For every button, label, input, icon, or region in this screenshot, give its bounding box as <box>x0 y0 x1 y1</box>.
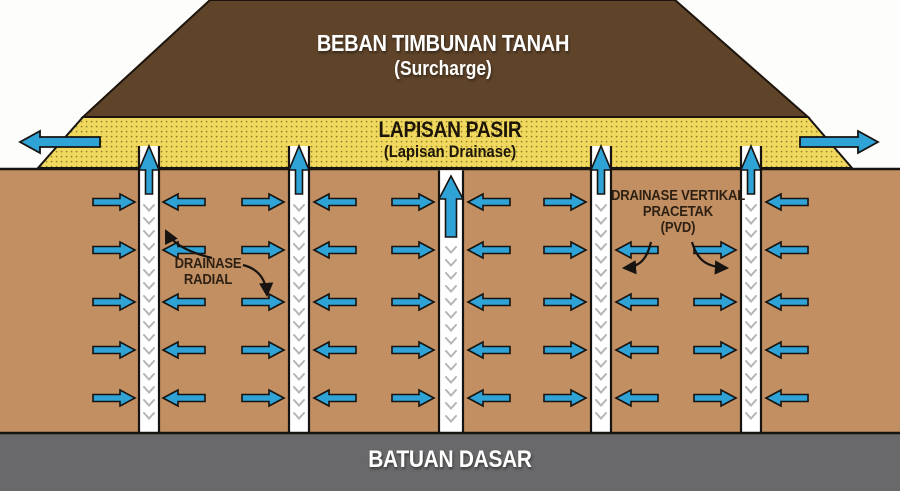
upward-flow-arrow <box>437 174 465 238</box>
upward-flow-arrow <box>137 143 161 195</box>
radial-flow-arrow-right <box>693 292 738 312</box>
radial-flow-arrow-right <box>391 292 436 312</box>
radial-flow-arrow-left <box>161 388 206 408</box>
radial-flow-arrow-right <box>543 292 588 312</box>
upward-flow-arrow <box>739 143 763 195</box>
radial-flow-arrow-left <box>614 340 659 360</box>
radial-flow-arrow-right <box>241 340 286 360</box>
radial-flow-arrow-left <box>764 192 809 212</box>
pvd-label-line1: DRAINASE VERTIKAL <box>610 187 746 204</box>
radial-flow-arrow-left <box>161 192 206 212</box>
embankment-subtitle: (Surcharge) <box>394 58 492 80</box>
upward-flow-arrow <box>287 143 311 195</box>
radial-flow-arrow-left <box>161 340 206 360</box>
drain-chevron-texture <box>293 204 305 420</box>
radial-flow-arrow-right <box>543 388 588 408</box>
radial-flow-arrow-left <box>312 192 357 212</box>
radial-flow-arrow-right <box>391 340 436 360</box>
radial-flow-arrow-left <box>614 388 659 408</box>
radial-flow-arrow-left <box>466 192 511 212</box>
radial-label-line2: RADIAL <box>183 270 233 288</box>
radial-flow-arrow-right <box>241 240 286 260</box>
pvd-label: DRAINASE VERTIKAL PRACETAK (PVD) <box>611 188 745 235</box>
radial-flow-arrow-right <box>241 388 286 408</box>
radial-flow-arrow-right <box>391 240 436 260</box>
radial-flow-arrow-right <box>92 388 137 408</box>
radial-flow-arrow-right <box>693 388 738 408</box>
radial-flow-arrow-left <box>312 388 357 408</box>
radial-label-line1: DRAINASE <box>174 255 242 272</box>
radial-flow-arrow-left <box>466 388 511 408</box>
radial-flow-arrow-right <box>543 340 588 360</box>
sand-outflow-arrow-right <box>799 129 880 155</box>
radial-flow-arrow-left <box>764 240 809 260</box>
radial-flow-arrow-left <box>466 240 511 260</box>
sand-layer-title: LAPISAN PASIR <box>378 117 522 142</box>
drain-chevron-texture <box>445 246 457 423</box>
pvd-callout-arrow-left <box>621 241 653 275</box>
sand-layer-subtitle: (Lapisan Drainase) <box>383 142 517 161</box>
radial-flow-arrow-right <box>92 340 137 360</box>
pvd-callout-arrow-right <box>690 241 730 275</box>
radial-flow-arrow-right <box>92 240 137 260</box>
drain-chevron-texture <box>143 204 155 420</box>
radial-flow-arrow-left <box>312 292 357 312</box>
drain-chevron-texture <box>745 204 757 420</box>
radial-flow-arrow-left <box>312 240 357 260</box>
radial-flow-arrow-right <box>241 292 286 312</box>
radial-drainage-label: DRAINASE RADIAL <box>175 256 242 288</box>
surcharge-embankment <box>80 0 811 118</box>
bedrock-title: BATUAN DASAR <box>368 446 532 473</box>
sand-outflow-arrow-left <box>18 129 101 155</box>
radial-flow-arrow-right <box>391 388 436 408</box>
radial-flow-arrow-right <box>543 240 588 260</box>
radial-flow-arrow-right <box>92 292 137 312</box>
pvd-label-line2: PRACETAK <box>642 202 714 220</box>
radial-flow-arrow-left <box>312 340 357 360</box>
radial-flow-arrow-left <box>161 240 206 260</box>
radial-flow-arrow-left <box>466 292 511 312</box>
embankment-title: BEBAN TIMBUNAN TANAH <box>316 30 570 56</box>
drain-chevron-texture <box>595 204 607 420</box>
radial-flow-arrow-left <box>161 292 206 312</box>
radial-callout-arrow-left <box>165 229 213 260</box>
radial-flow-arrow-right <box>693 240 738 260</box>
radial-callout-arrow-right <box>242 263 274 298</box>
radial-flow-arrow-left <box>466 340 511 360</box>
radial-flow-arrow-left <box>764 340 809 360</box>
radial-flow-arrow-left <box>764 388 809 408</box>
radial-flow-arrow-left <box>764 292 809 312</box>
upward-flow-arrow <box>589 143 613 195</box>
radial-flow-arrow-right <box>391 192 436 212</box>
radial-flow-arrow-left <box>614 292 659 312</box>
bedrock-layer <box>0 433 900 491</box>
radial-flow-arrow-right <box>543 192 588 212</box>
radial-flow-arrow-right <box>92 192 137 212</box>
pvd-label-line3: (PVD) <box>660 218 696 236</box>
radial-flow-arrow-right <box>693 340 738 360</box>
radial-flow-arrow-left <box>614 240 659 260</box>
radial-flow-arrow-right <box>241 192 286 212</box>
